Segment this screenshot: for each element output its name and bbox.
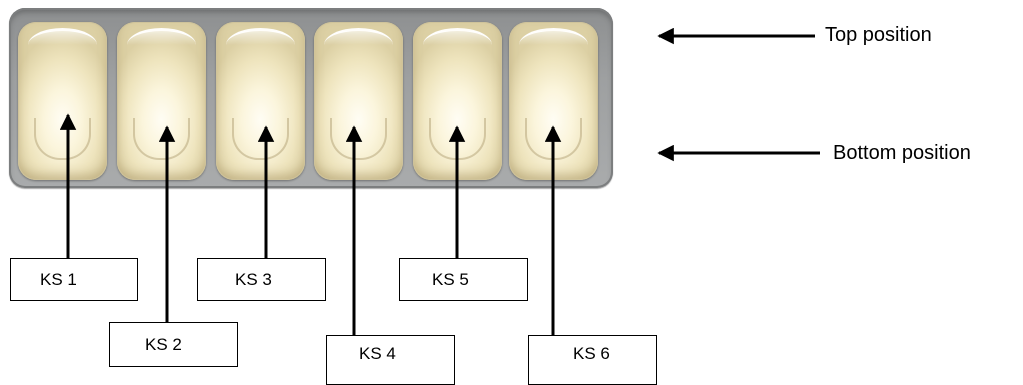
label-ks4: KS 4 xyxy=(326,335,455,385)
switch-bottom-cup xyxy=(133,118,190,160)
label-ks2-text: KS 2 xyxy=(145,334,182,354)
switch-top-lip xyxy=(226,28,295,45)
switch-bottom-cup xyxy=(330,118,387,160)
switch-top-lip xyxy=(519,28,588,45)
switch-bottom-cup xyxy=(34,118,91,160)
label-ks5-text: KS 5 xyxy=(432,269,469,289)
label-ks5: KS 5 xyxy=(399,258,528,301)
rocker-switch-ks4 xyxy=(314,22,403,180)
switch-top-lip xyxy=(324,28,393,45)
rocker-switch-ks3 xyxy=(216,22,305,180)
rocker-switch-ks2 xyxy=(117,22,206,180)
switch-bottom-cup xyxy=(232,118,289,160)
label-ks4-text: KS 4 xyxy=(359,344,396,363)
bottom-position-label: Bottom position xyxy=(833,142,971,164)
top-position-label: Top position xyxy=(825,24,932,46)
label-ks2: KS 2 xyxy=(109,322,238,367)
switch-top-lip xyxy=(28,28,97,45)
label-ks1-text: KS 1 xyxy=(40,269,77,289)
label-ks6-text: KS 6 xyxy=(573,344,610,363)
switch-top-lip xyxy=(127,28,196,45)
rocker-switch-ks1 xyxy=(18,22,107,180)
label-ks6: KS 6 xyxy=(528,335,657,385)
label-ks3-text: KS 3 xyxy=(235,269,272,289)
switch-top-lip xyxy=(423,28,492,45)
label-ks1: KS 1 xyxy=(10,258,138,301)
label-ks3: KS 3 xyxy=(197,258,326,301)
